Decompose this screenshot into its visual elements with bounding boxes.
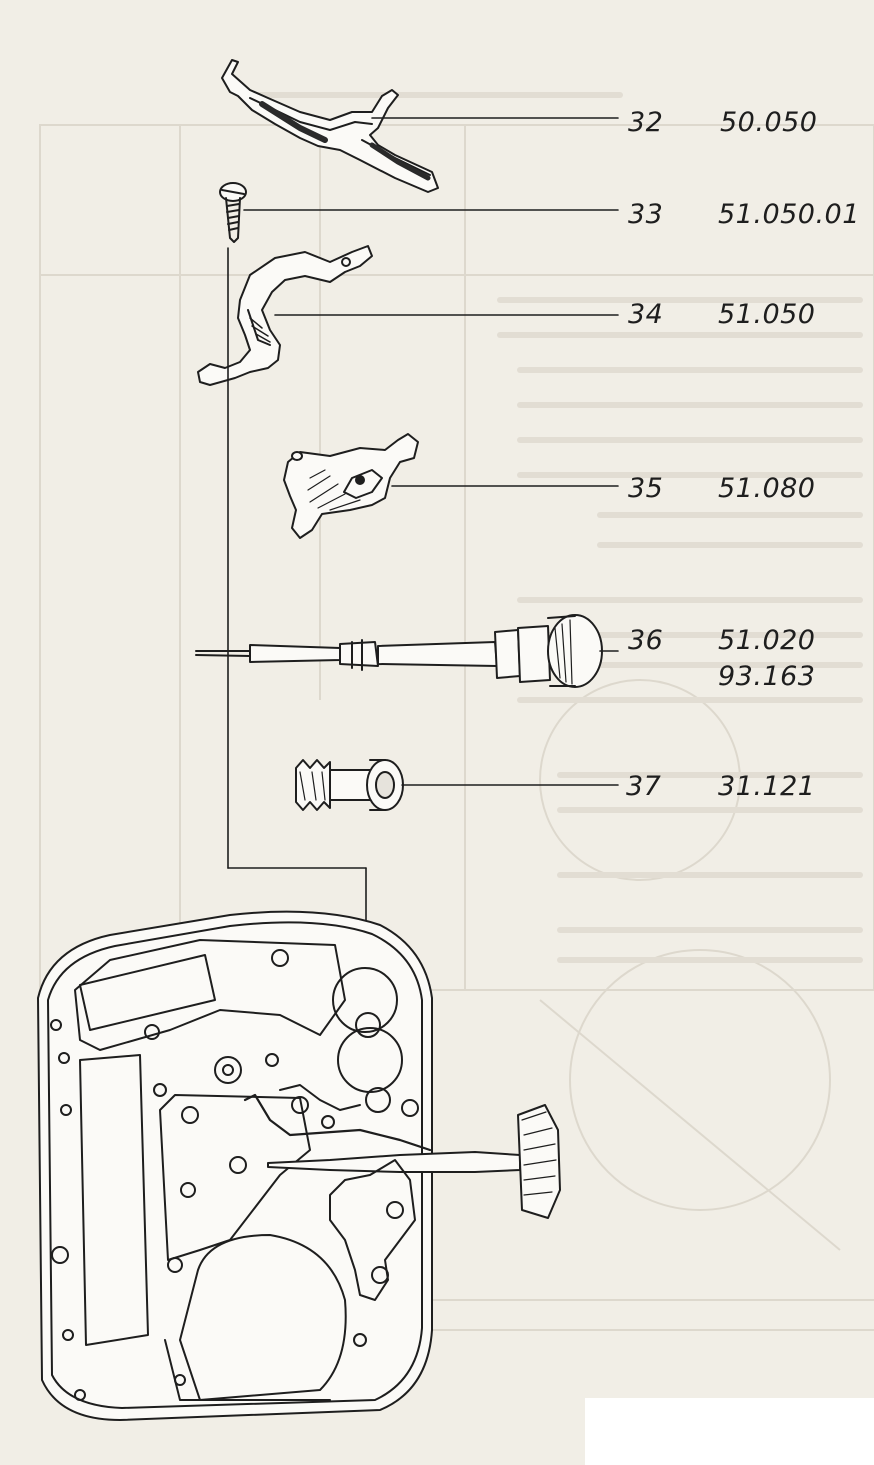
callout-code-32: 50.050 bbox=[720, 107, 818, 138]
part-32-setting-lever-spring bbox=[221, 59, 439, 193]
part-34-yoke bbox=[197, 245, 373, 386]
part-movement-plate bbox=[37, 910, 561, 1421]
callout-number-36: 36 bbox=[628, 625, 664, 656]
callout-number-33: 33 bbox=[628, 199, 664, 230]
leader-lines bbox=[243, 117, 619, 786]
callout-number-32: 32 bbox=[628, 107, 664, 138]
part-35-setting-lever bbox=[283, 433, 419, 539]
callout-code-36-primary: 51.020 bbox=[718, 625, 816, 656]
callout-code-33: 51.050.01 bbox=[718, 199, 860, 230]
callout-code-35: 51.080 bbox=[718, 473, 816, 504]
part-37-clutch-wheel bbox=[295, 759, 404, 811]
callout-code-34: 51.050 bbox=[718, 299, 816, 330]
callout-number-37: 37 bbox=[626, 771, 662, 802]
part-33-screw bbox=[219, 182, 247, 243]
part-36-winding-stem bbox=[195, 614, 603, 688]
callout-code-37: 31.121 bbox=[718, 771, 816, 802]
callout-number-35: 35 bbox=[628, 473, 664, 504]
scan-blank-corner bbox=[585, 1398, 874, 1465]
callout-number-34: 34 bbox=[628, 299, 664, 330]
callout-code-36-secondary: 93.163 bbox=[718, 661, 816, 692]
